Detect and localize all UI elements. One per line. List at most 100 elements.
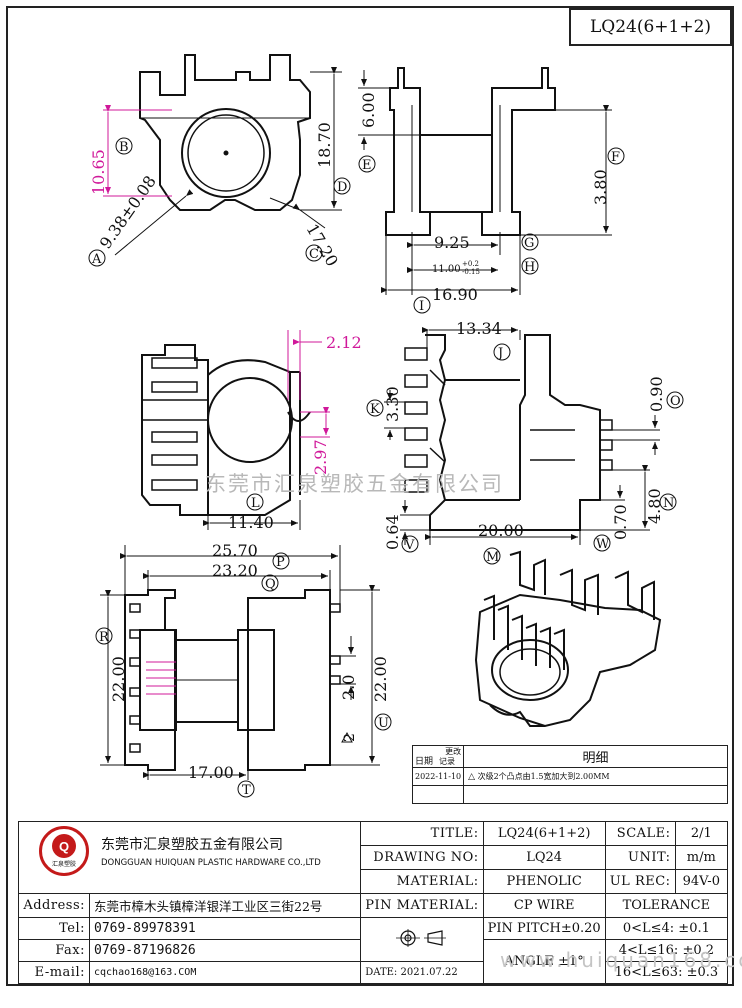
- svg-text:L: L: [251, 496, 260, 511]
- material-value: PHENOLIC: [482, 869, 606, 894]
- side-view: [385, 67, 556, 236]
- marker-l: L: [246, 493, 264, 511]
- svg-text:B: B: [119, 140, 129, 155]
- marker-k: K: [366, 399, 384, 417]
- svg-text:J: J: [496, 346, 503, 361]
- marker-u: U: [374, 713, 392, 731]
- svg-text:H: H: [524, 260, 535, 275]
- scale-value: 2/1: [674, 821, 729, 846]
- website-watermark: www.huiquan168.com: [500, 948, 742, 972]
- svg-text:K: K: [370, 402, 380, 417]
- logo-mark-icon: Q: [52, 834, 76, 858]
- dim-2-12: 2.12: [326, 333, 362, 352]
- dim-11-00-lower: -0.15: [462, 268, 480, 276]
- svg-text:O: O: [670, 394, 681, 409]
- dim-6-00: 6.00: [359, 92, 378, 128]
- bottom-view: [141, 344, 311, 516]
- svg-text:G: G: [524, 236, 534, 251]
- marker-q: Q: [261, 574, 279, 592]
- marker-i: I: [413, 296, 431, 314]
- company-name-cn: 东莞市汇泉塑胶五金有限公司: [101, 837, 283, 853]
- dim-22-00-left: 22.00: [109, 656, 128, 702]
- title-value: LQ24(6+1+2): [482, 821, 606, 846]
- dim-23-20: 23.20: [212, 561, 258, 580]
- address-value: 东莞市樟木头镇樟洋银洋工业区三街22号: [88, 893, 362, 918]
- drawing-label: DRAWING NO:: [360, 845, 484, 870]
- svg-text:D: D: [337, 180, 347, 195]
- marker-j: J: [493, 343, 511, 361]
- svg-text:F: F: [611, 150, 620, 165]
- svg-text:C: C: [309, 247, 319, 262]
- svg-text:V: V: [404, 538, 415, 553]
- isometric-view: [474, 550, 662, 728]
- angle-value: ANGLE ±1°: [482, 939, 606, 984]
- marker-w: W: [593, 534, 611, 552]
- email-label: E-mail:: [18, 961, 90, 984]
- fax-label: Fax:: [18, 939, 90, 962]
- technical-drawing: 10.65 18.70 9.38±0.08 17.20 6.00 3.80 9.…: [88, 54, 684, 798]
- drawing-frame: [6, 6, 734, 986]
- svg-text:U: U: [378, 716, 389, 731]
- svg-text:P: P: [276, 555, 285, 570]
- pin-pitch-value: PIN PITCH±0.20: [482, 917, 606, 940]
- marker-c: C: [305, 244, 323, 262]
- marker-e: E: [358, 155, 376, 173]
- dim-25-70: 25.70: [212, 541, 258, 560]
- title-block: Q 汇泉塑胶 东莞市汇泉塑胶五金有限公司 DONGGUAN HUIQUAN PL…: [17, 821, 729, 984]
- dim-3-80: 3.80: [591, 169, 610, 205]
- dim-4-80: 4.80: [645, 488, 664, 524]
- tolerance-row-1: 0<L≤4: ±0.1: [604, 917, 729, 940]
- svg-text:N: N: [663, 496, 674, 511]
- rev-row-desc: △ 次级2个凸点由1.5宽加大到2.00MM: [463, 767, 728, 786]
- projection-symbol: [360, 917, 484, 962]
- svg-text:E: E: [362, 158, 372, 173]
- dim-17-20: 17.20: [303, 221, 342, 270]
- svg-text:R: R: [99, 630, 110, 645]
- marker-g: G: [521, 233, 539, 251]
- scale-label: SCALE:: [604, 821, 676, 846]
- dim-0-70: 0.70: [611, 504, 630, 540]
- dim-10-65-lines: [103, 105, 172, 197]
- marker-a: A: [88, 249, 106, 267]
- marker-b: B: [115, 137, 133, 155]
- drawing-title: LQ24(6+1+2): [569, 8, 732, 46]
- dim-11-00-upper: +0.2: [462, 260, 479, 268]
- svg-text:T: T: [242, 783, 251, 798]
- tel-label: Tel:: [18, 917, 90, 940]
- marker-r: R: [95, 627, 113, 645]
- tolerance-label: TOLERANCE: [604, 893, 729, 918]
- dim-13-34: 13.34: [456, 319, 502, 338]
- dim-10-65: 10.65: [89, 149, 108, 195]
- marker-v: V: [401, 535, 419, 553]
- marker-o: O: [666, 391, 684, 409]
- drawing-value: LQ24: [482, 845, 606, 870]
- rev-col-date: 更改 日期记录: [411, 745, 465, 768]
- marker-h: H: [521, 257, 539, 275]
- address-label: Address:: [18, 893, 90, 918]
- email-value: cqchao168@163.COM: [88, 961, 362, 984]
- marker-p: P: [272, 552, 290, 570]
- dim-3-30: 3.30: [383, 386, 402, 422]
- unit-value: m/m: [674, 845, 729, 870]
- marker-d: D: [333, 177, 351, 195]
- svg-text:W: W: [596, 537, 610, 552]
- svg-text:Q: Q: [265, 577, 276, 592]
- dim-16-90: 16.90: [432, 285, 478, 304]
- dim-9-25: 9.25: [434, 233, 470, 252]
- company-name-en: DONGGUAN HUIQUAN PLASTIC HARDWARE CO.,LT…: [101, 858, 321, 868]
- date-value: DATE: 2021.07.22: [360, 961, 484, 984]
- dim-17-00: 17.00: [188, 763, 234, 782]
- marker-t: T: [237, 780, 255, 798]
- top-pin-view: [124, 589, 341, 771]
- unit-label: UNIT:: [604, 845, 676, 870]
- revision-table: 更改 日期记录 明细 2022-11-10 △ 次级2个凸点由1.5宽加大到2.…: [411, 745, 728, 804]
- dim-18-70: 18.70: [315, 122, 334, 168]
- fax-value: 0769-87196826: [88, 939, 362, 962]
- pin-material-value: CP WIRE: [482, 893, 606, 918]
- marker-f: F: [607, 147, 625, 165]
- company-block: Q 汇泉塑胶 东莞市汇泉塑胶五金有限公司 DONGGUAN HUIQUAN PL…: [17, 821, 362, 894]
- ul-value: 94V-0: [674, 869, 729, 894]
- company-watermark: 东莞市汇泉塑胶五金有限公司: [205, 472, 504, 496]
- projection-icon: [395, 928, 446, 947]
- dim-magenta: [287, 330, 330, 438]
